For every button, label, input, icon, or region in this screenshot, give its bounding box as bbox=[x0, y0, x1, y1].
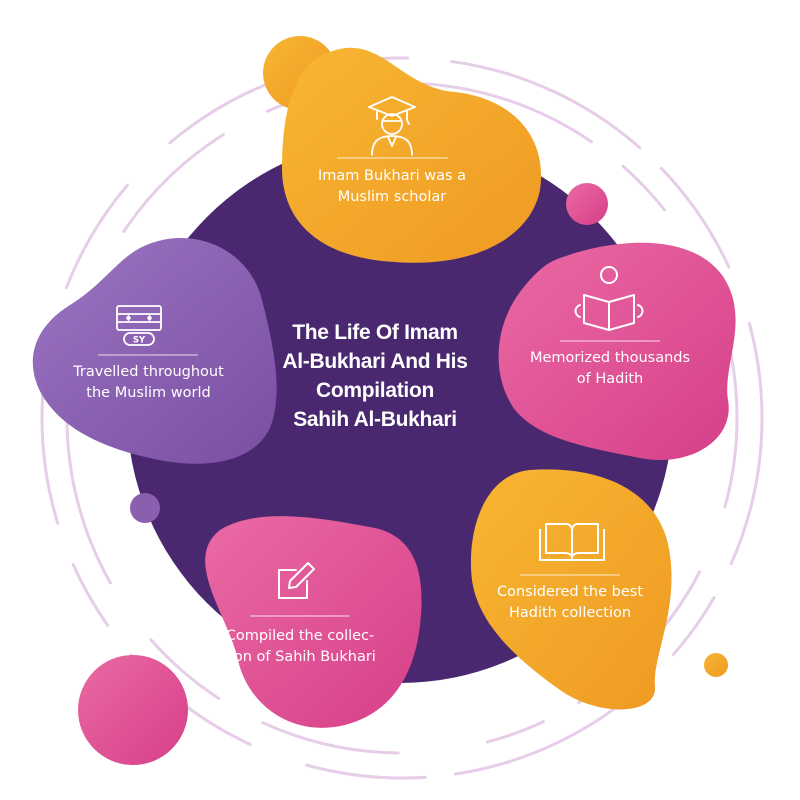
blob-travelled bbox=[32, 238, 277, 464]
blob-compiled bbox=[205, 516, 422, 728]
decor-dot-orange-bottom bbox=[704, 653, 728, 677]
decor-dot-purple-left bbox=[130, 493, 160, 523]
blob-memorized bbox=[498, 242, 736, 461]
item-label-memorized: Memorized thousands of Hadith bbox=[529, 350, 691, 387]
open-book-icon bbox=[539, 523, 605, 561]
edit-icon bbox=[278, 562, 315, 599]
flag-icon: SY bbox=[116, 305, 162, 346]
decor-dot-pink-bottom bbox=[78, 655, 188, 765]
svg-text:SY: SY bbox=[133, 336, 146, 346]
diagram-title: The Life Of Imam Al-Bukhari And His Comp… bbox=[282, 321, 468, 431]
item-label-scholar: Imam Bukhari was a Muslim scholar bbox=[317, 168, 467, 205]
item-label-best-collection: Considered the best Hadith collection bbox=[496, 584, 644, 621]
item-label-travelled: Travelled throughout the Muslim world bbox=[73, 364, 224, 401]
blob-best-collection bbox=[470, 469, 672, 710]
reading-person-icon bbox=[574, 266, 644, 331]
scholar-icon bbox=[368, 96, 416, 156]
item-label-compiled: Compiled the collec- tion of Sahih Bukha… bbox=[224, 628, 376, 665]
decor-dot-pink-right bbox=[566, 183, 608, 225]
